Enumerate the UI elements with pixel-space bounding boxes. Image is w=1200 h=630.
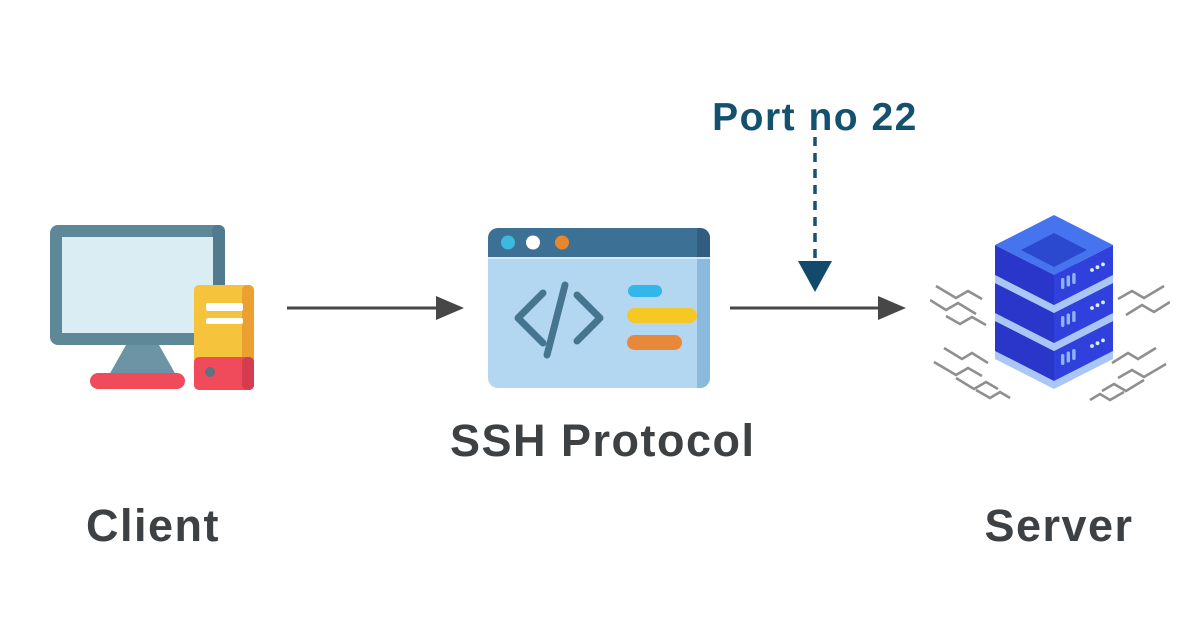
window-dot-cyan xyxy=(501,235,515,250)
circuit-traces xyxy=(930,284,1170,402)
window-dot-white xyxy=(526,235,540,250)
server-stack-icon xyxy=(930,215,1170,402)
arrow-client-to-ssh xyxy=(287,296,464,320)
arrow-ssh-to-server xyxy=(730,296,906,320)
code-window-icon xyxy=(488,228,710,388)
window-dot-orange xyxy=(555,235,569,250)
dashed-arrow-port xyxy=(798,137,832,292)
ssh-protocol-label: SSH Protocol xyxy=(450,415,756,466)
client-label: Client xyxy=(85,500,220,551)
port-annotation-label: Port no 22 xyxy=(712,96,918,139)
desktop-computer-icon xyxy=(50,225,254,390)
server-label: Server xyxy=(984,500,1134,551)
code-brackets-glyph xyxy=(514,281,604,359)
